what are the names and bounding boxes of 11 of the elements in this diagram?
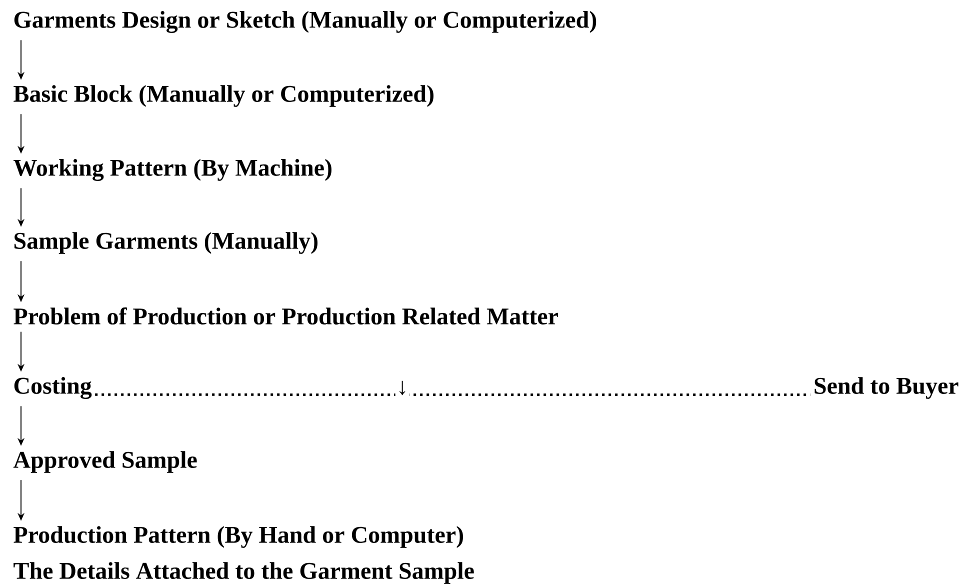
step-text: Working Pattern (By Machine) bbox=[14, 159, 332, 181]
edge-label: ↓ bbox=[400, 380, 406, 396]
step-text: Sample Garments (Manually) bbox=[14, 232, 318, 254]
step-text: Approved Sample bbox=[13, 451, 197, 473]
step-text: Costing bbox=[14, 377, 92, 399]
step-text: Send to Buyer bbox=[814, 377, 958, 399]
step-text: Garments Design or Sketch (Manually or Computerized) bbox=[14, 11, 596, 33]
step-text: Basic Block (Manually or Computerized) bbox=[14, 85, 434, 107]
note-text: The Details Attached to the Garment Sample bbox=[14, 562, 474, 584]
step-text: Production Pattern (By Hand or Computer) bbox=[14, 526, 463, 548]
step-text: Problem of Production or Production Related Matter bbox=[14, 307, 558, 325]
